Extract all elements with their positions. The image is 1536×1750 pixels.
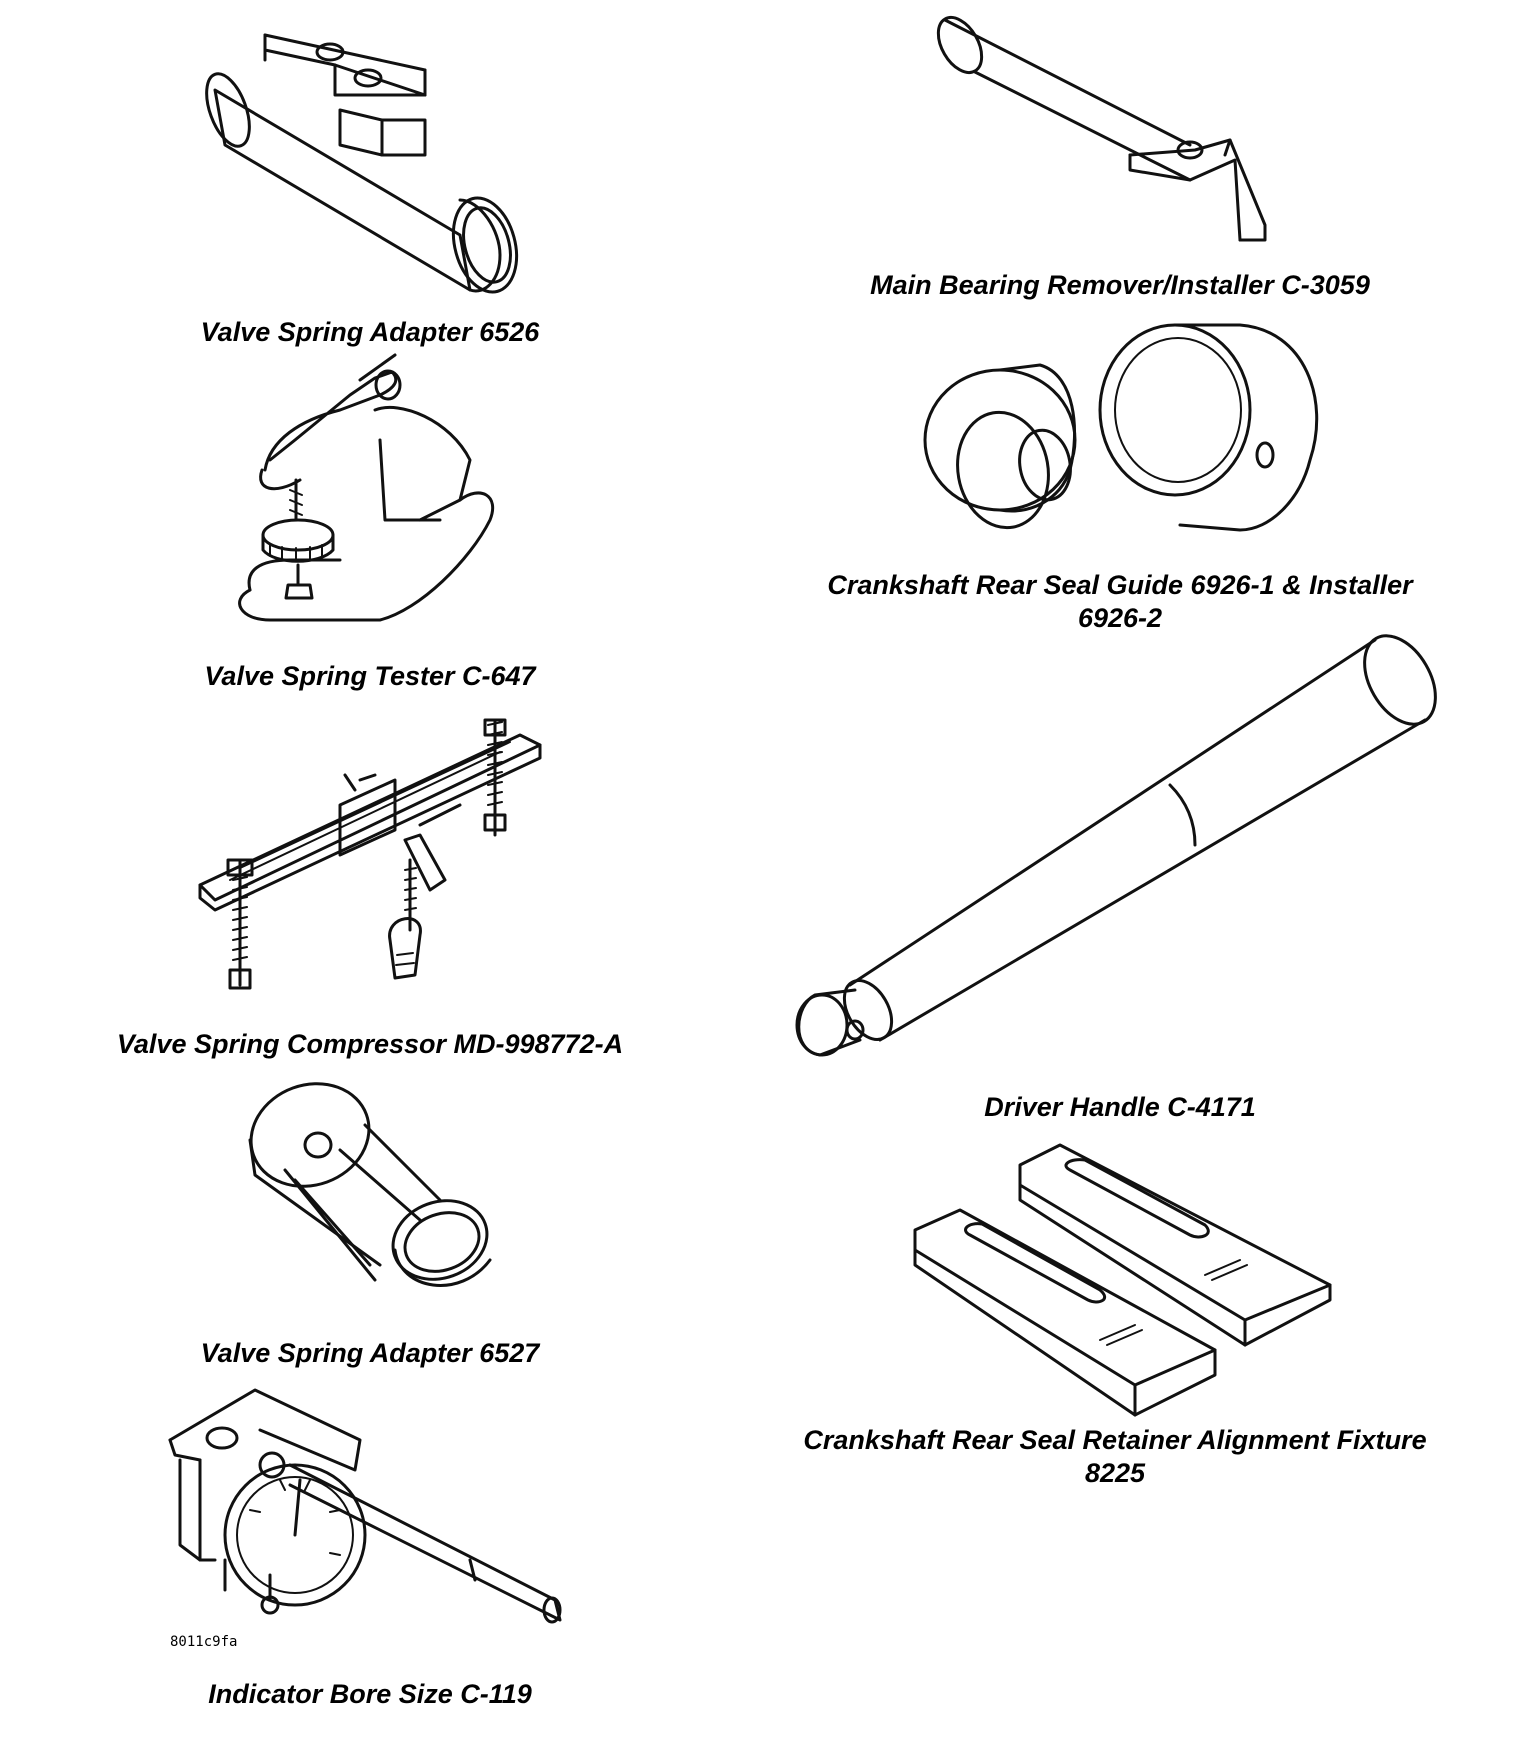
tool-caption: Driver Handle C-4171 bbox=[984, 1092, 1256, 1122]
valve-spring-tester-icon bbox=[238, 353, 495, 622]
tool-caption: Crankshaft Rear Seal Retainer Alignment … bbox=[803, 1425, 1427, 1488]
valve-spring-adapter-icon bbox=[248, 1082, 492, 1287]
tool-caption: Crankshaft Rear Seal Guide 6926-1 & Inst… bbox=[827, 570, 1413, 633]
tool-caption: Valve Spring Adapter 6526 bbox=[200, 317, 540, 347]
figure-code: 8011c9fa bbox=[170, 1634, 238, 1650]
tool-caption: Main Bearing Remover/Installer C-3059 bbox=[870, 270, 1370, 300]
tool-caption: Valve Spring Adapter 6527 bbox=[200, 1338, 540, 1368]
tool-caption: Valve Spring Compressor MD-998772-A bbox=[116, 1029, 624, 1059]
valve-spring-adapter-icon bbox=[205, 33, 519, 294]
tool-caption: Valve Spring Tester C-647 bbox=[204, 661, 536, 691]
tool-caption: Indicator Bore Size C-119 bbox=[208, 1679, 532, 1709]
seal-guide-installer-icon bbox=[923, 323, 1319, 532]
valve-spring-compressor-icon bbox=[198, 718, 542, 990]
alignment-fixture-icon bbox=[913, 1143, 1332, 1417]
driver-handle-icon bbox=[795, 634, 1437, 1057]
dial-bore-indicator-icon bbox=[168, 1388, 562, 1624]
bearing-remover-icon bbox=[936, 16, 1267, 242]
